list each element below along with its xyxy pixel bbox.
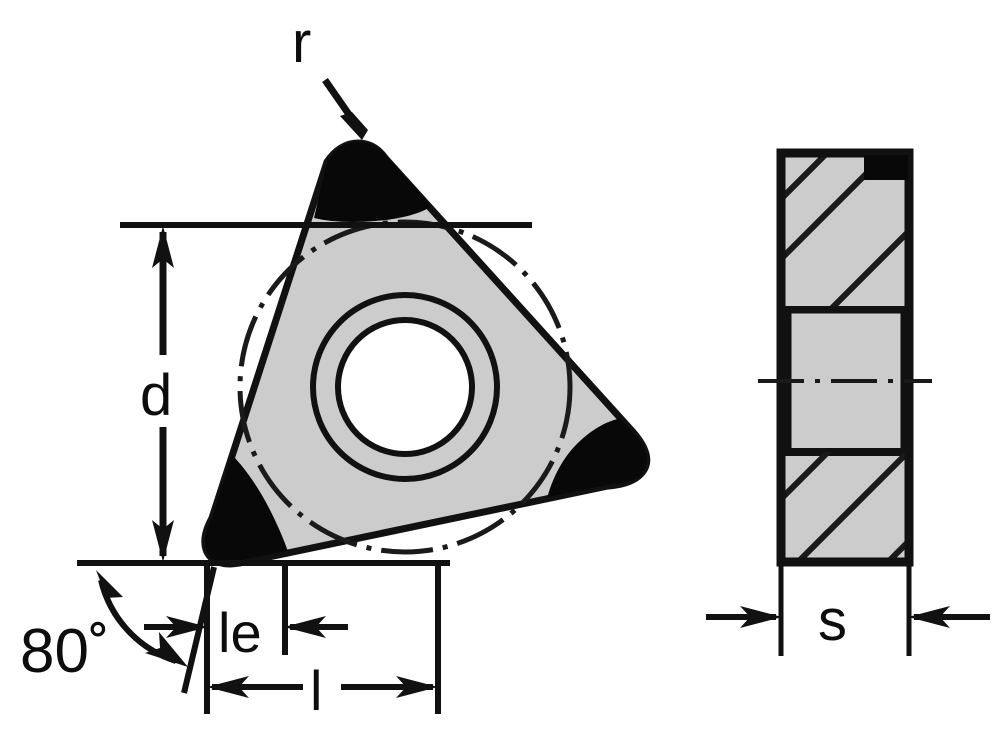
bore-outer-ring bbox=[310, 292, 500, 482]
label-included-angle: 80˚ bbox=[20, 617, 110, 686]
side-lower-hatching bbox=[781, 452, 909, 559]
dimension-arrow-icon-l-left bbox=[207, 676, 249, 698]
dimension-arrow-icon-le-left bbox=[166, 616, 208, 638]
label-thickness: s bbox=[818, 588, 847, 653]
label-inscribed-diameter: d bbox=[140, 363, 172, 428]
dimension-arrow-icon-angle-end bbox=[145, 632, 188, 667]
dimension-corner-radius: r bbox=[292, 10, 368, 140]
tipped-corner-top bbox=[314, 142, 432, 222]
tipped-corner-bottom-left bbox=[204, 455, 293, 563]
label-cutting-length: l bbox=[310, 659, 322, 722]
leader-arrow-icon-r bbox=[340, 112, 368, 140]
side-tipped-corner bbox=[864, 155, 908, 180]
side-upper-hatching bbox=[781, 153, 909, 310]
label-corner-radius: r bbox=[292, 10, 311, 75]
dimension-arrow-icon-s-right bbox=[908, 606, 950, 628]
dimension-arrow-icon-d-up bbox=[152, 226, 174, 268]
dimension-arrow-icon-d-down bbox=[152, 520, 174, 562]
dimension-arrow-icon-l-right bbox=[396, 676, 438, 698]
dimension-arrow-icon-angle-start bbox=[96, 570, 123, 612]
label-backdrop-d bbox=[131, 355, 193, 427]
dimension-arrow-icon-le-right bbox=[284, 616, 326, 638]
dimension-arrow-icon-s-left bbox=[740, 606, 782, 628]
bore-hole bbox=[335, 317, 475, 457]
dimension-effective-length: le bbox=[144, 563, 348, 714]
plan-view-group bbox=[201, 139, 651, 568]
dimension-inscribed-diameter: d bbox=[77, 222, 532, 566]
dimension-cutting-length: l bbox=[207, 563, 441, 722]
side-view-group bbox=[758, 148, 932, 567]
tipped-corner-right bbox=[547, 418, 648, 498]
side-outline bbox=[776, 148, 914, 567]
label-effective-length: le bbox=[218, 601, 262, 664]
dimension-thickness: s bbox=[706, 563, 990, 656]
